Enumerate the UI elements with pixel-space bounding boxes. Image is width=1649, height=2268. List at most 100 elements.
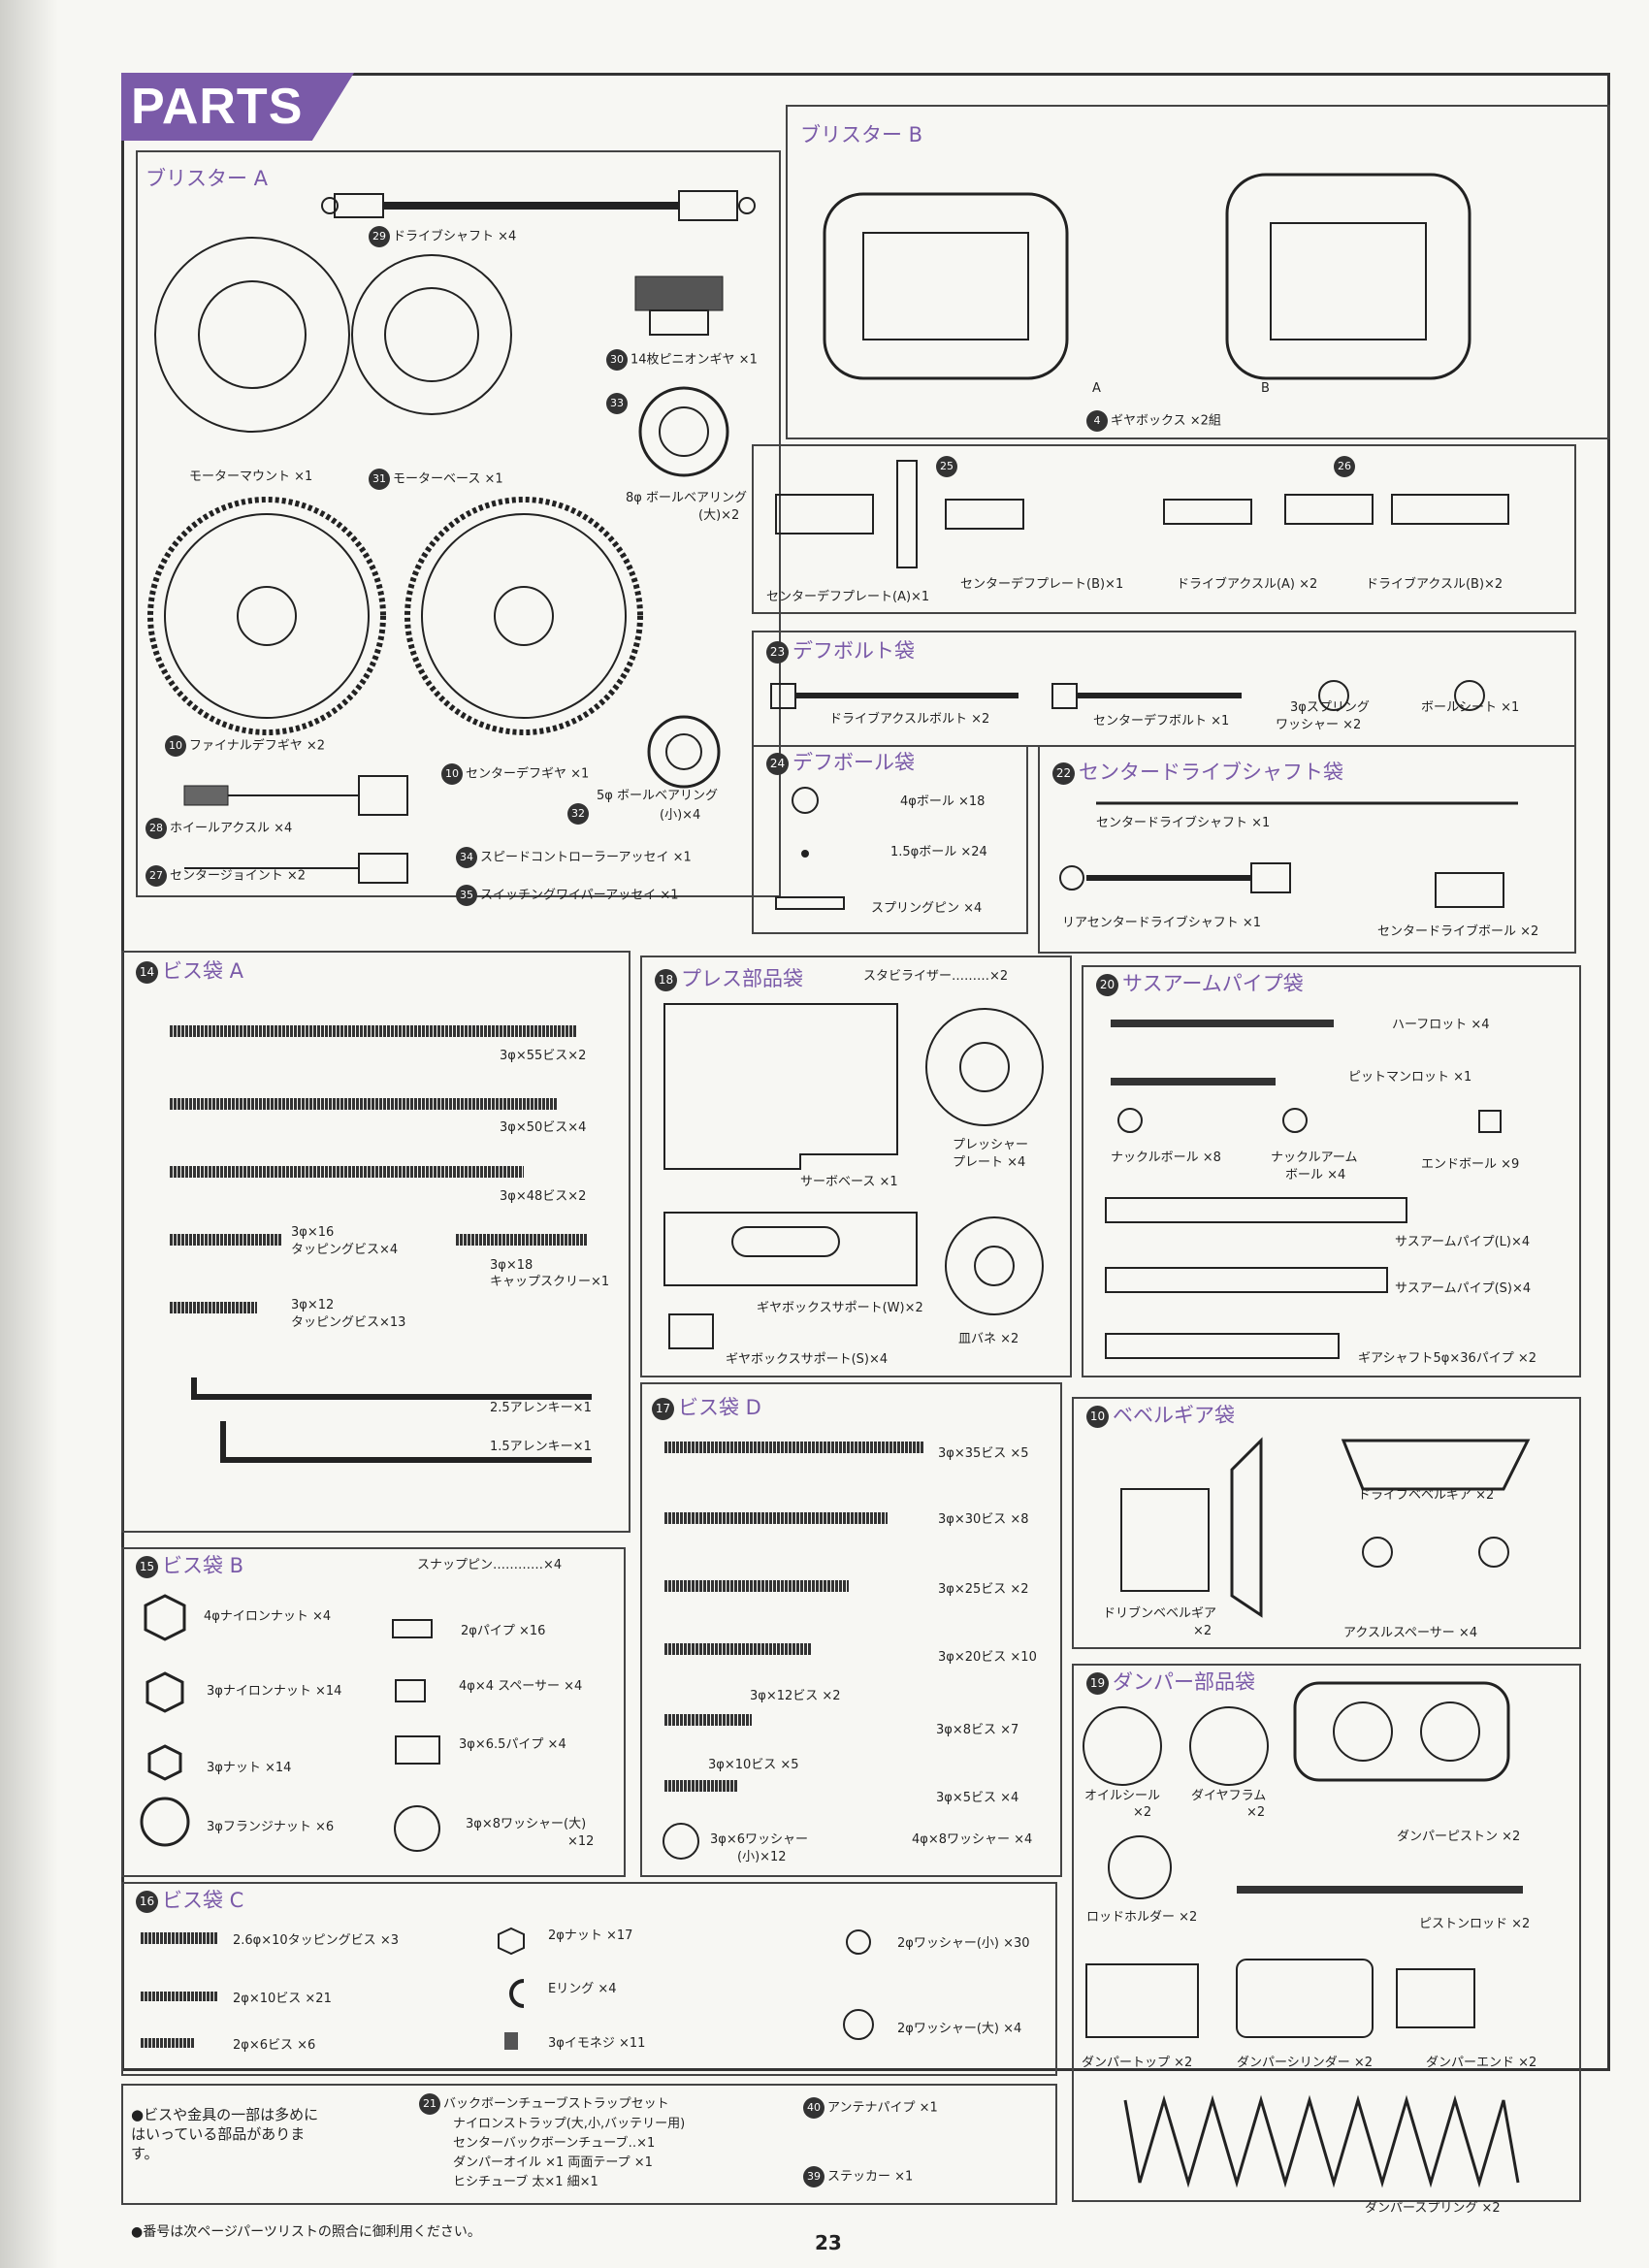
bag14-item2: 3φ×50ビス×4 <box>500 1120 587 1135</box>
p27-number: 27 <box>146 865 167 887</box>
bag15-item6: 4φ×4 スペーサー ×4 <box>459 1679 583 1694</box>
p25-num-wrap: 25 <box>936 456 960 477</box>
bag10-item2a: ドリブンベベルギア <box>1103 1606 1217 1621</box>
bag19-title-text: ダンパー部品袋 <box>1113 1670 1255 1694</box>
bag10-item2b: ×2 <box>1193 1624 1212 1638</box>
bag10-drawing <box>1120 1437 1531 1618</box>
blister-b-letter-b: B <box>1261 381 1270 396</box>
footer-note: ●番号は次ページパーツリストの照合に御利用ください。 <box>131 2224 481 2240</box>
bag20-item5: エンドボール ×9 <box>1421 1157 1520 1172</box>
bag22-title-text: センタードライブシャフト袋 <box>1079 761 1343 784</box>
diff-plate-drawing <box>775 460 1509 568</box>
bag18-item5: ギヤボックスサポート(S)×4 <box>726 1352 889 1367</box>
bag20-item4a: ナックルアーム <box>1271 1150 1358 1165</box>
bag15-item7: 3φ×6.5パイプ ×4 <box>459 1737 566 1752</box>
extra-parts-note: ●ビスや金具の一部は多めに はいっている部品がありま す。 <box>131 2105 318 2163</box>
bag15-item2: 3φナイロンナット ×14 <box>207 1684 342 1699</box>
bag24-item1: 4φボール ×18 <box>900 794 986 809</box>
bag17-item7: 3φ×10ビス ×5 <box>708 1758 799 1772</box>
bag16-item3: 2φ×6ビス ×6 <box>233 2038 316 2053</box>
bag14-item7: 2.5アレンキー×1 <box>490 1401 592 1415</box>
bag17-item2: 3φ×30ビス ×8 <box>938 1512 1029 1527</box>
bag16-title-text: ビス袋 C <box>162 1889 244 1912</box>
bag17-item5: 3φ×12ビス ×2 <box>750 1689 841 1703</box>
bag14-item4b: タッピングビス×4 <box>291 1243 399 1257</box>
bag20-item3: ナックルボール ×8 <box>1111 1150 1221 1165</box>
bag18-item4: 皿バネ ×2 <box>958 1332 1019 1346</box>
bag10-number: 10 <box>1086 1405 1109 1428</box>
p32-label2: (小)×4 <box>660 808 701 823</box>
pinion-gear-drawing <box>634 275 724 336</box>
bag24-item3: スプリングピン ×4 <box>871 901 983 916</box>
bag20-number: 20 <box>1096 973 1118 996</box>
bag10-box <box>1072 1397 1581 1649</box>
p34-number: 34 <box>456 847 477 868</box>
bag14-title-text: ビス袋 A <box>162 959 244 983</box>
bag22-number: 22 <box>1052 761 1075 785</box>
p33-number: 33 <box>606 393 628 414</box>
bag10-item3: アクスルスペーサー ×4 <box>1343 1626 1478 1640</box>
blister-b-letter-a: A <box>1092 381 1101 396</box>
bag14-box <box>121 951 630 1533</box>
p21-line1: バックボーンチューブストラップセット <box>443 2096 669 2112</box>
bag17-item4: 3φ×20ビス ×10 <box>938 1650 1037 1665</box>
bag20-item8: ギアシャフト5φ×36パイプ ×2 <box>1358 1351 1537 1366</box>
p32-num-wrap: 32 <box>567 803 592 825</box>
bag20-item1: ハーフロット ×4 <box>1392 1018 1490 1032</box>
p21-number: 21 <box>419 2093 440 2115</box>
bag19-item5: ピストンロッド ×2 <box>1419 1917 1531 1931</box>
bag24-number: 24 <box>766 752 789 775</box>
bag19-item8: ダンパーエンド ×2 <box>1426 2056 1537 2070</box>
p26-label2: ドライブアクスル(B)×2 <box>1366 577 1504 592</box>
bag17-item8: 3φ×5ビス ×4 <box>936 1791 1019 1805</box>
bag19-item3: ダンパーピストン ×2 <box>1397 1830 1521 1844</box>
bag19-item9: ダンパースプリング ×2 <box>1365 2201 1501 2216</box>
p33-label2: (大)×2 <box>698 508 740 523</box>
large-bearing-drawing <box>638 386 729 477</box>
p4-text: ギヤボックス ×2組 <box>1111 413 1221 429</box>
p40-number: 40 <box>803 2097 824 2119</box>
bag15-box <box>121 1547 626 1877</box>
p21-line3: センターバックボーンチューブ‥×1 <box>453 2136 656 2151</box>
bag20-title-text: サスアームパイプ袋 <box>1122 972 1304 995</box>
bag19-item1a: オイルシール <box>1084 1789 1161 1803</box>
bag19-item4: ロッドホルダー ×2 <box>1086 1910 1198 1925</box>
p28-text: ホイールアクスル ×4 <box>170 821 293 836</box>
p4-number: 4 <box>1086 410 1108 432</box>
bag23-title-text: デフボルト袋 <box>792 639 915 663</box>
bag14-number: 14 <box>136 960 158 984</box>
bag14-item5b: キャップスクリー×1 <box>490 1275 610 1289</box>
bag24-drawing <box>775 787 845 910</box>
bag10-item1: ドライブベベルギア ×2 <box>1358 1488 1495 1503</box>
bag19-number: 19 <box>1086 1671 1109 1695</box>
blister-b-title: ブリスター B <box>800 123 923 146</box>
p35-text: スイッチングワイパーアッセイ ×1 <box>480 888 679 903</box>
bag24-title-text: デフボール袋 <box>792 751 915 774</box>
p25-label1: センターデフプレート(A)×1 <box>766 590 930 604</box>
bag23-item4: ボールシート ×1 <box>1421 700 1520 715</box>
p21-line5: ヒシチューブ 太×1 細×1 <box>453 2175 598 2189</box>
bag15-number: 15 <box>136 1555 158 1578</box>
p32-label1: 5φ ボールベアリング <box>597 789 718 803</box>
p27-text: センタージョイント ×2 <box>170 868 307 884</box>
bag23-item1: ドライブアクスルボルト ×2 <box>829 712 990 727</box>
blister-a-title: ブリスター A <box>146 167 269 190</box>
p25-number: 25 <box>936 456 957 477</box>
p31-text: モーターベース ×1 <box>393 471 503 487</box>
small-bearing-drawing <box>647 715 721 789</box>
blister-b-box <box>786 105 1610 439</box>
